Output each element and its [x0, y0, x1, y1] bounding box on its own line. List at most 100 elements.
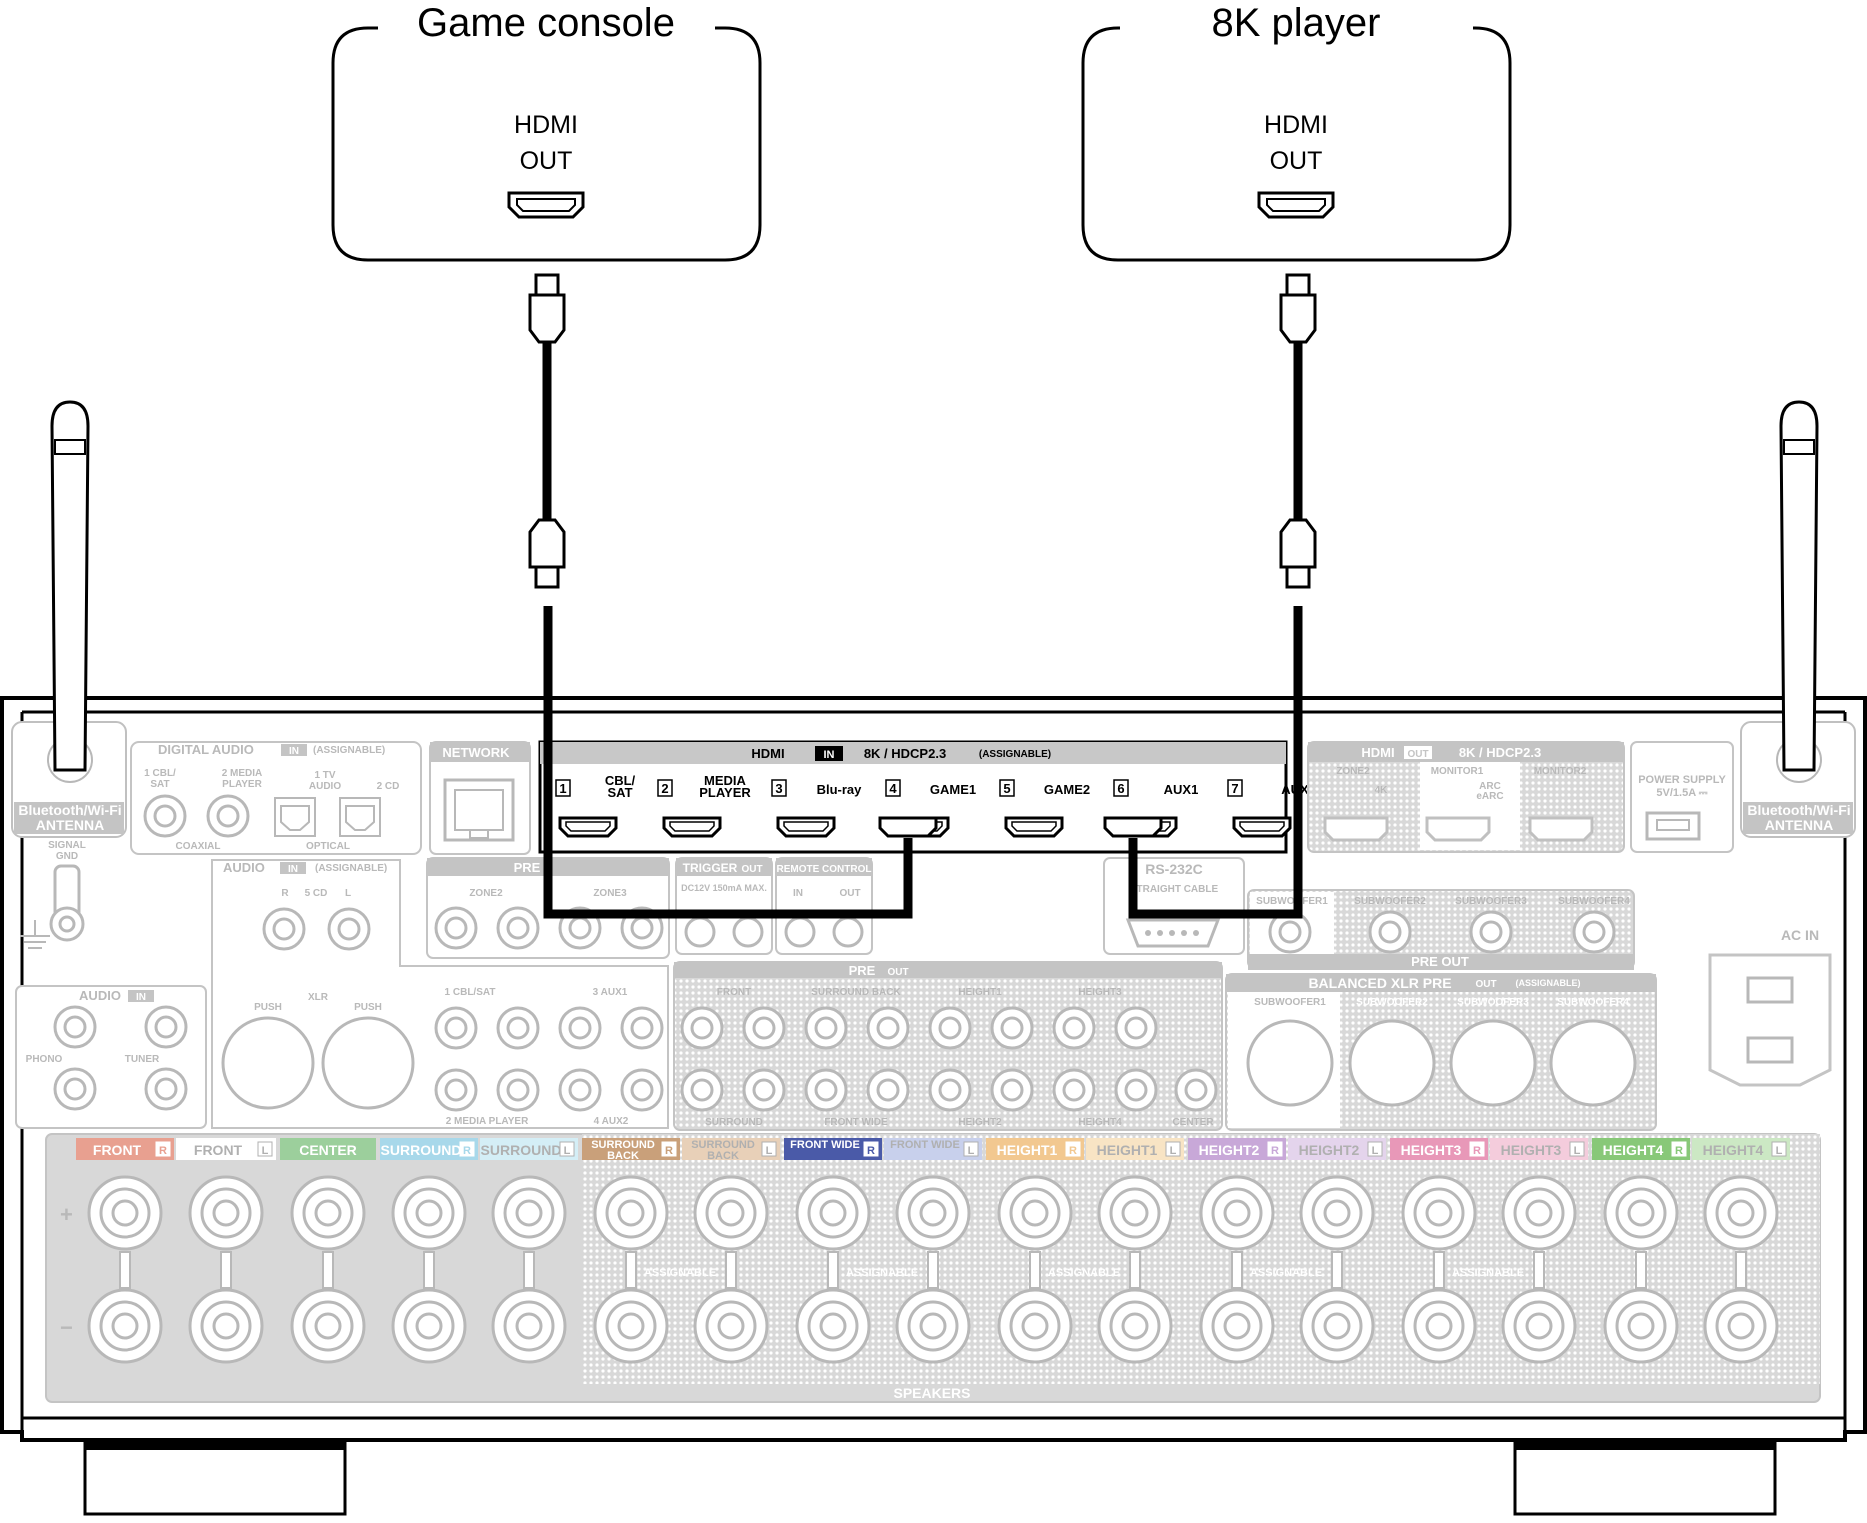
group-label: COAXIAL: [176, 841, 221, 852]
push-label: PUSH: [254, 1002, 282, 1013]
port-label: HDMI: [514, 111, 578, 139]
assignable-label: ASSIGNABLE: [1048, 1267, 1120, 1279]
hdmi-port-icon: [776, 816, 836, 838]
port-label: SUBWOOFER3: [1455, 896, 1527, 907]
channel-label: HEIGHT4: [1703, 1142, 1764, 1158]
channel-label: HEIGHT1: [1097, 1142, 1158, 1158]
channel-side: R: [1473, 1145, 1481, 1157]
port-label: SUBWOOFER2: [1354, 896, 1426, 907]
port-label: CENTER: [1172, 1117, 1214, 1128]
port-number-badge: [555, 779, 571, 797]
hdmi-port-icon: [558, 816, 618, 838]
antenna-right: Bluetooth/Wi-Fi ANTENNA: [1740, 400, 1856, 838]
channel-side: L: [766, 1145, 773, 1157]
channel-label: FRONT WIDE: [890, 1139, 960, 1151]
speakers-label: SPEAKERS: [893, 1385, 970, 1401]
port-number: 3: [775, 781, 782, 796]
assignable-label: ASSIGNABLE: [644, 1267, 716, 1279]
port-label: 5 CD: [305, 888, 328, 899]
channel-label: HEIGHT1: [997, 1142, 1058, 1158]
antenna-label: Bluetooth/Wi-Fi: [1747, 802, 1850, 818]
assignable-label: ASSIGNABLE: [846, 1267, 918, 1279]
port-label: FRONT WIDE: [824, 1117, 888, 1128]
group-label: OPTICAL: [306, 841, 350, 852]
channel-label: HEIGHT2: [1299, 1142, 1360, 1158]
channel-side: R: [1069, 1145, 1077, 1157]
badge: IN: [136, 992, 146, 1003]
antenna-label: Bluetooth/Wi-Fi: [18, 802, 121, 818]
badge: IN: [289, 746, 299, 757]
hdmi-plug-icon: [528, 273, 566, 344]
port-label: HEIGHT4: [1078, 1117, 1122, 1128]
pre-out-section: PRE OUT FRONT SURROUND BACK HEIGHT1 HEIG…: [673, 961, 1223, 1131]
port-label: 2 MEDIA: [222, 768, 263, 779]
channel-side: R: [1271, 1145, 1279, 1157]
device-title: 8K player: [1212, 1, 1381, 45]
assignable-label: ASSIGNABLE: [1250, 1267, 1322, 1279]
port-label: SAT: [150, 779, 169, 790]
section-header: AUDIO: [79, 988, 121, 1003]
port-label: 1 CBL/: [144, 768, 176, 779]
channel-label: CENTER: [299, 1142, 357, 1158]
hdmi-plug-icon: [1279, 273, 1317, 344]
port-number: 1: [559, 781, 566, 796]
channel-label: FRONT: [93, 1142, 142, 1158]
hdmi-in-spec: 8K / HDCP2.3: [864, 746, 946, 761]
port-label: Blu-ray: [817, 782, 863, 797]
ac-in-label: AC IN: [1781, 927, 1819, 943]
hdmi-port-icon: [1004, 816, 1064, 838]
port-label: PLAYER: [222, 779, 262, 790]
port-label: 4 AUX2: [594, 1116, 629, 1127]
hdmi-out-spec: 8K / HDCP2.3: [1459, 745, 1541, 760]
badge: OUT: [1475, 979, 1496, 990]
channel-side: L: [564, 1145, 571, 1157]
8k-player-device: 8K player HDMI OUT: [1081, 1, 1512, 262]
port-number: 2: [661, 781, 668, 796]
port-label: 2 CD: [377, 781, 400, 792]
port-label: SURROUND BACK: [811, 987, 901, 998]
port-label: OUT: [839, 888, 860, 899]
section-header: BALANCED XLR PRE: [1308, 975, 1451, 991]
channel-label: HEIGHT2: [1199, 1142, 1260, 1158]
port-label: SUBWOOFER1: [1256, 896, 1328, 907]
port-label: IN: [793, 888, 803, 899]
audio-in-phono-tuner-section: AUDIO IN PHONO TUNER: [15, 985, 207, 1129]
speaker-channel-1: FRONT R: [76, 1138, 174, 1160]
port-label: SURROUND: [705, 1117, 763, 1128]
section-note: (ASSIGNABLE): [313, 745, 385, 756]
speaker-channel-11: HEIGHT1 L: [1086, 1138, 1184, 1160]
port-label: AUX1: [1164, 782, 1199, 797]
port-label: eARC: [1476, 791, 1503, 802]
section-header: TRIGGER: [683, 861, 738, 875]
speaker-channel-3: CENTER: [280, 1138, 376, 1160]
port-label: SUBWOOFER4: [1557, 997, 1629, 1008]
hdmi-port-icon: [662, 816, 722, 838]
badge: OUT: [1407, 749, 1428, 760]
port-label: 1 TV: [314, 770, 335, 781]
port-label: PHONO: [26, 1054, 63, 1065]
channel-side: R: [159, 1145, 167, 1157]
badge: OUT: [887, 967, 908, 978]
channel-label: HEIGHT3: [1501, 1142, 1562, 1158]
channel-side: L: [1574, 1145, 1581, 1157]
speaker-channel-10: HEIGHT1 R: [986, 1138, 1084, 1160]
channel-side: L: [1170, 1145, 1177, 1157]
hdmi-cable-game-console: [528, 273, 938, 919]
hdmi-plug-icon: [528, 518, 566, 589]
negative-sign-icon: −: [60, 1315, 73, 1340]
balanced-xlr-pre-out-section: BALANCED XLR PRE OUT (ASSIGNABLE) SUBWOO…: [1225, 973, 1657, 1131]
positive-sign-icon: +: [60, 1202, 73, 1227]
rs232c-sub: STRAIGHT CABLE: [1130, 884, 1219, 895]
hdmi-plug-icon: [1279, 518, 1317, 589]
channel-side: L: [1372, 1145, 1379, 1157]
usb-label: 5V/1.5A ⎓: [1656, 787, 1707, 799]
usb-label: POWER SUPPLY: [1638, 774, 1726, 786]
channel-r-label: R: [281, 888, 289, 899]
